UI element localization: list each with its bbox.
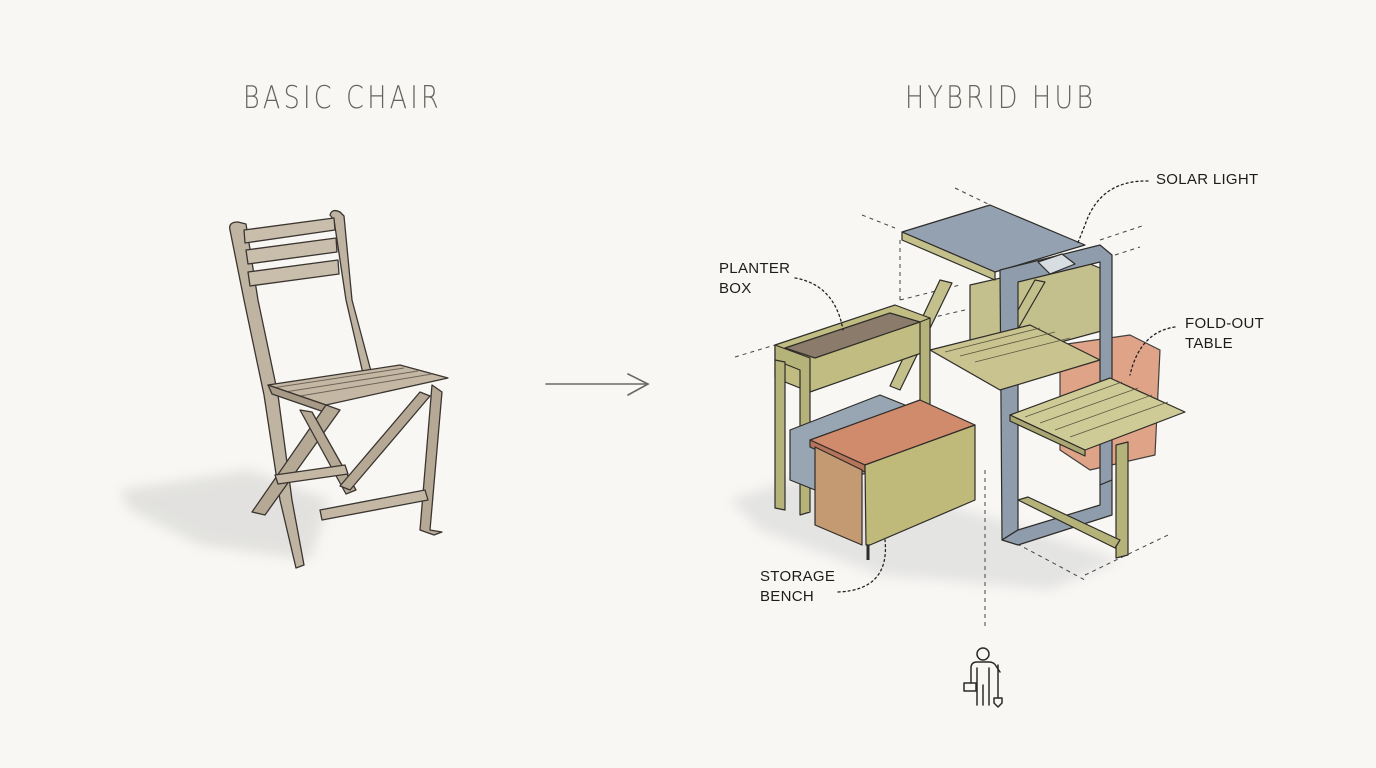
callout-leaders [794,180,1176,593]
callout-storage-bench: STORAGE BENCH [760,568,836,605]
folding-chair-illustration [120,209,449,569]
callout-planter-box: PLANTER BOX [719,260,791,297]
hybrid-hub-illustration [730,187,1186,630]
person-with-toolbox-and-shovel-icon [963,647,1003,708]
arrow-right-icon [545,373,650,396]
hybrid-hub-title: HYBRID HUB [905,80,1097,116]
callout-fold-out-table: FOLD-OUT TABLE [1185,315,1265,352]
callout-solar-light: SOLAR LIGHT [1156,171,1259,188]
basic-chair-title: BASIC CHAIR [243,80,442,116]
